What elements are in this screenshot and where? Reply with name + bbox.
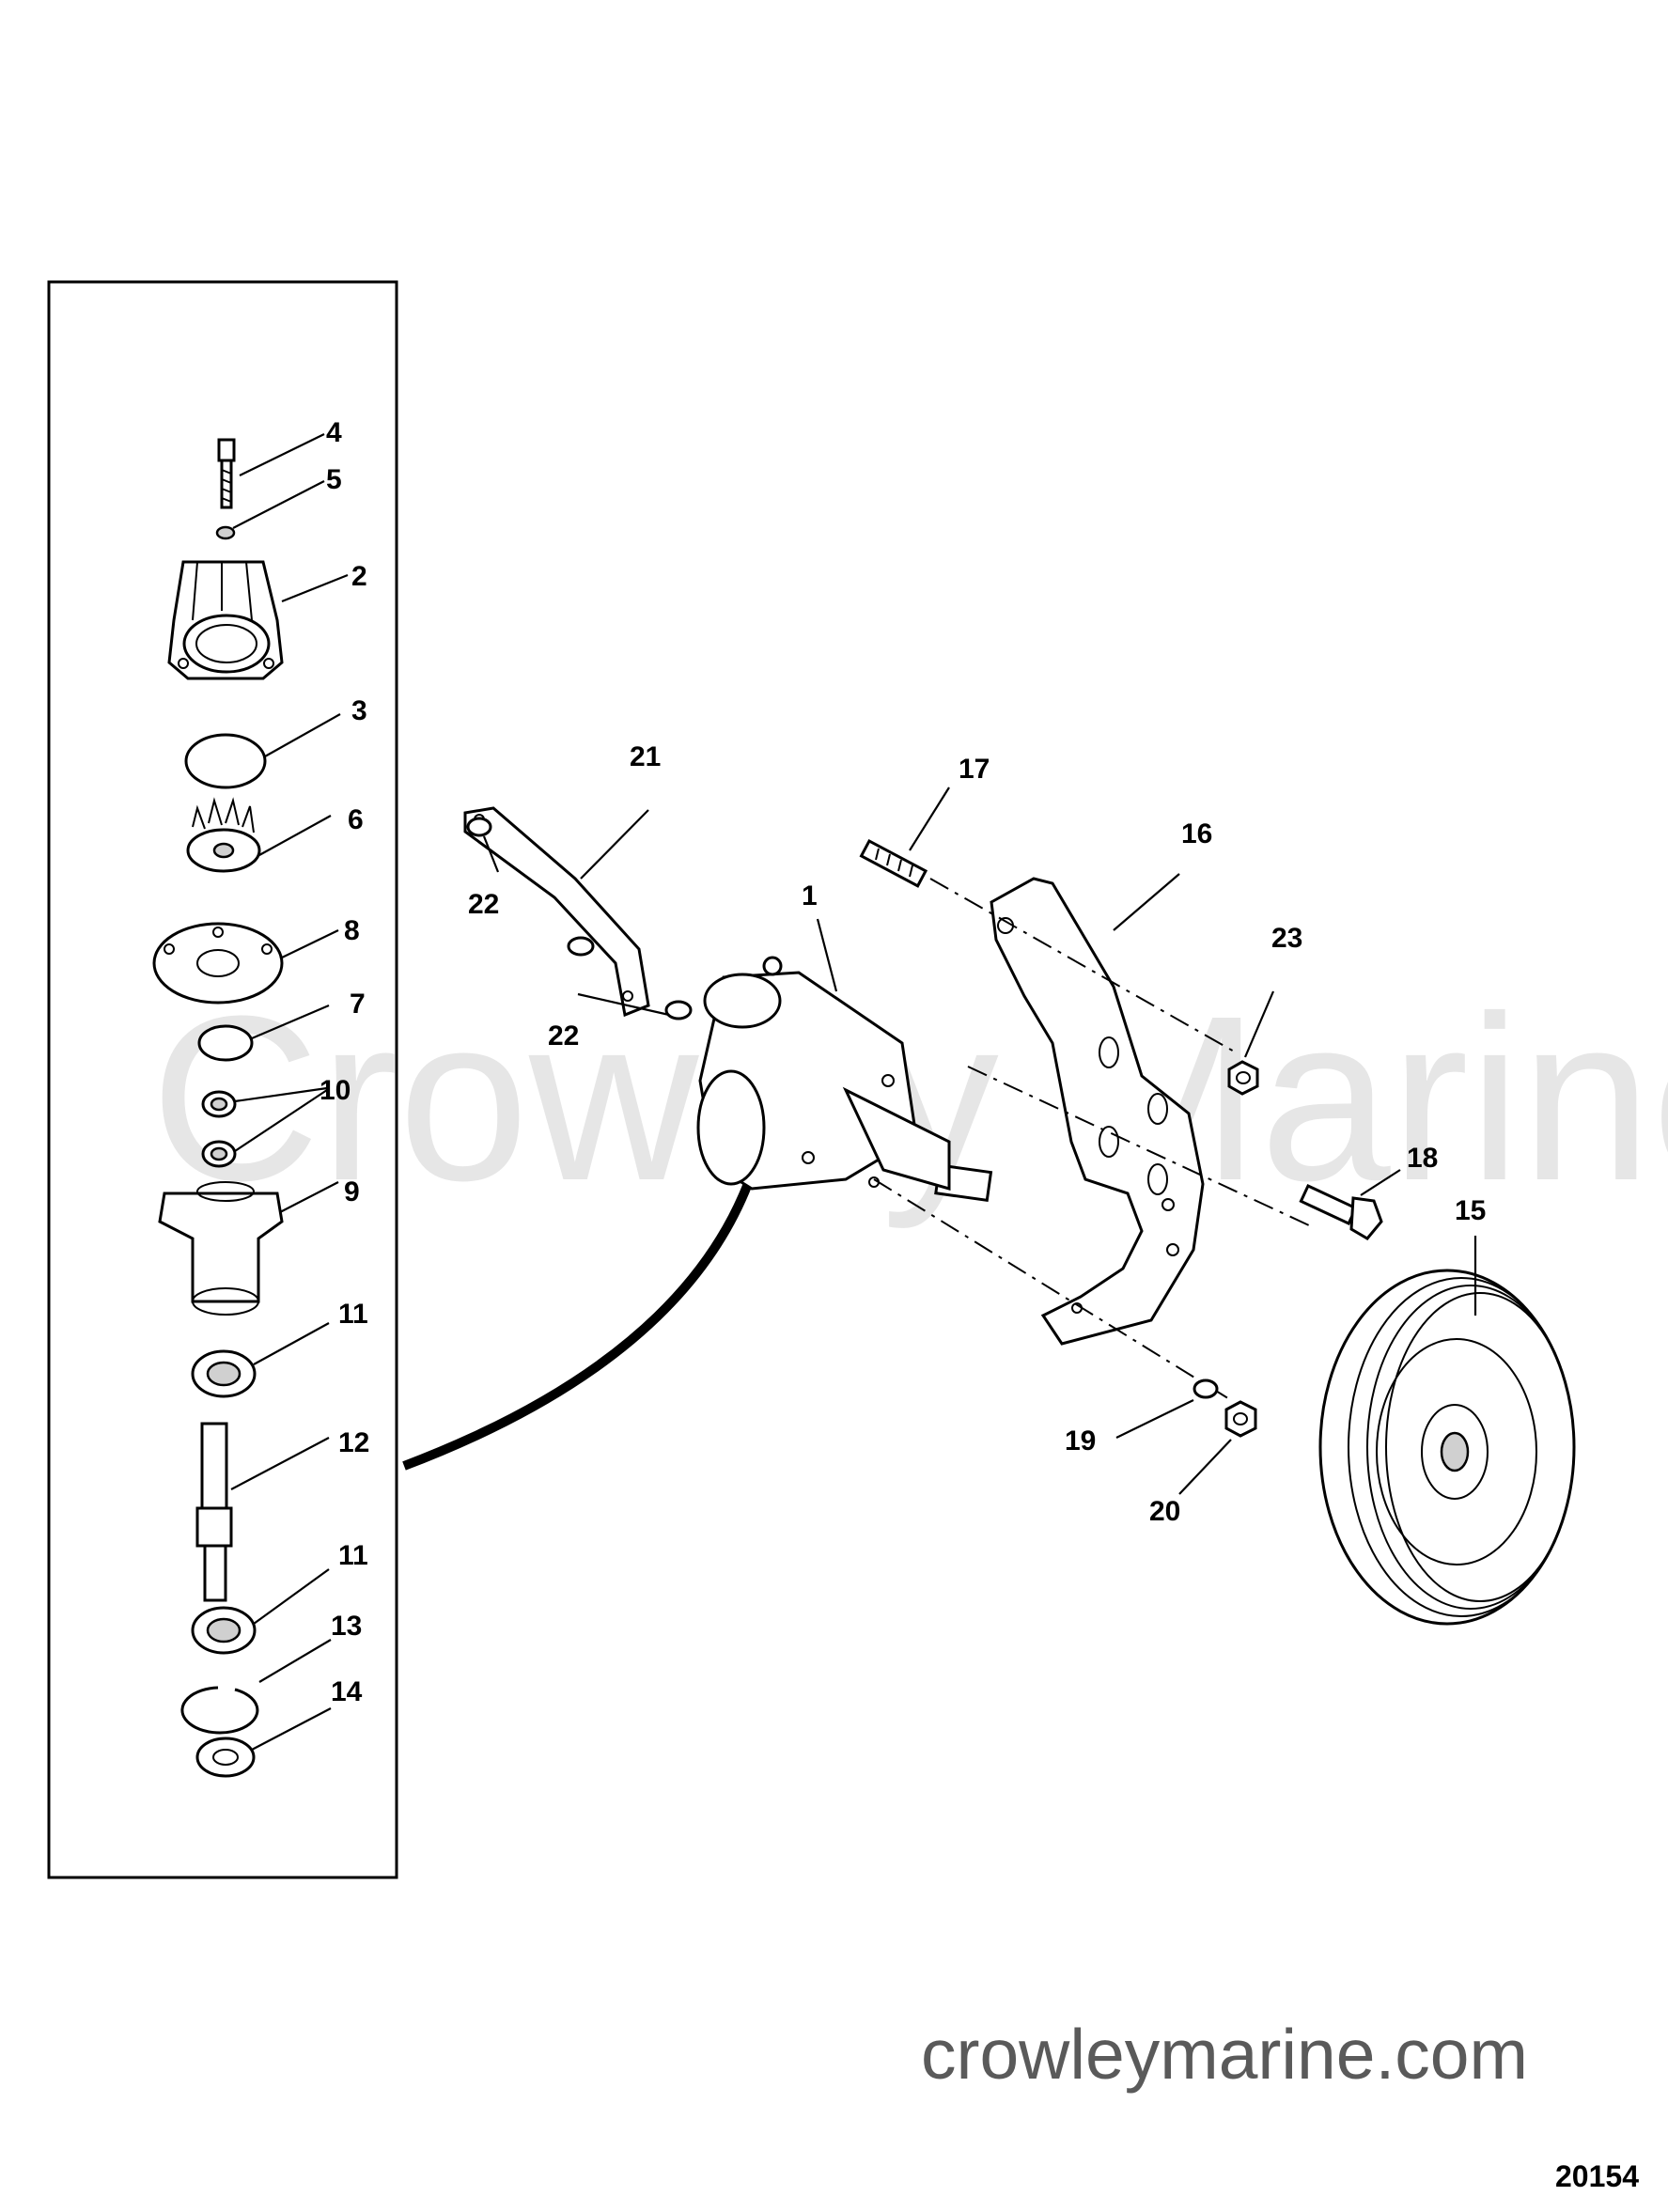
callout-3: 3 (351, 695, 367, 726)
part-washer-22-mid (664, 1000, 693, 1020)
callout-6: 6 (348, 804, 364, 835)
part-washer-22-upper (466, 817, 492, 837)
callout-21: 21 (630, 741, 661, 772)
part-shaft (195, 1422, 233, 1602)
callout-13: 13 (331, 1611, 362, 1642)
callout-4: 4 (326, 417, 342, 448)
part-impeller (186, 797, 261, 873)
callout-5: 5 (326, 464, 342, 495)
site-label: crowleymarine.com (921, 2015, 1528, 2094)
figure-number: 20154 (1555, 2159, 1639, 2193)
exploded-view-box (47, 280, 398, 1879)
callout-12: 12 (338, 1427, 369, 1458)
part-wear-plate (152, 922, 284, 1005)
callout-1: 1 (802, 880, 818, 911)
callout-19: 19 (1065, 1425, 1096, 1456)
part-stud (859, 838, 928, 888)
part-nut-20 (1224, 1400, 1257, 1438)
callout-8: 8 (344, 915, 360, 946)
part-mounting-bracket (990, 877, 1205, 1346)
part-washer-19 (1193, 1379, 1219, 1399)
callout-15: 15 (1455, 1195, 1486, 1226)
callout-11-upper: 11 (338, 1299, 368, 1330)
part-washer-22-lower (567, 936, 595, 957)
callout-17: 17 (959, 754, 990, 785)
part-bearing-upper (191, 1349, 257, 1398)
callout-14: 14 (331, 1676, 363, 1707)
callout-7: 7 (350, 989, 366, 1020)
part-sea-water-pump (696, 956, 993, 1203)
callout-2: 2 (351, 561, 367, 592)
part-o-ring-small (197, 1024, 254, 1062)
part-washer-bottom (195, 1737, 256, 1778)
part-o-ring-large (184, 733, 267, 789)
callout-20: 20 (1149, 1496, 1180, 1527)
callout-9: 9 (344, 1176, 360, 1207)
part-washer (215, 525, 236, 540)
part-seals (201, 1090, 237, 1168)
axis-line-middle (967, 1066, 1312, 1227)
callout-22-lower: 22 (548, 1020, 579, 1051)
callout-11-lower: 11 (338, 1540, 368, 1571)
part-screw (217, 438, 236, 509)
part-pulley (1318, 1269, 1576, 1626)
axis-line-upper (929, 878, 1237, 1053)
part-pump-body (167, 560, 284, 680)
axis-line-lower (873, 1178, 1232, 1401)
part-nut-23 (1227, 1060, 1259, 1096)
connector-line (402, 1184, 752, 1471)
callout-10: 10 (320, 1075, 351, 1106)
callout-18: 18 (1407, 1143, 1438, 1174)
part-snap-ring (180, 1686, 259, 1735)
part-bearing-lower (191, 1606, 257, 1655)
leader-lines (230, 433, 1477, 1751)
callout-16: 16 (1181, 818, 1212, 849)
part-housing (158, 1181, 284, 1316)
part-bolt (1299, 1184, 1383, 1240)
callout-22-upper: 22 (468, 889, 499, 920)
callout-23: 23 (1271, 923, 1302, 954)
